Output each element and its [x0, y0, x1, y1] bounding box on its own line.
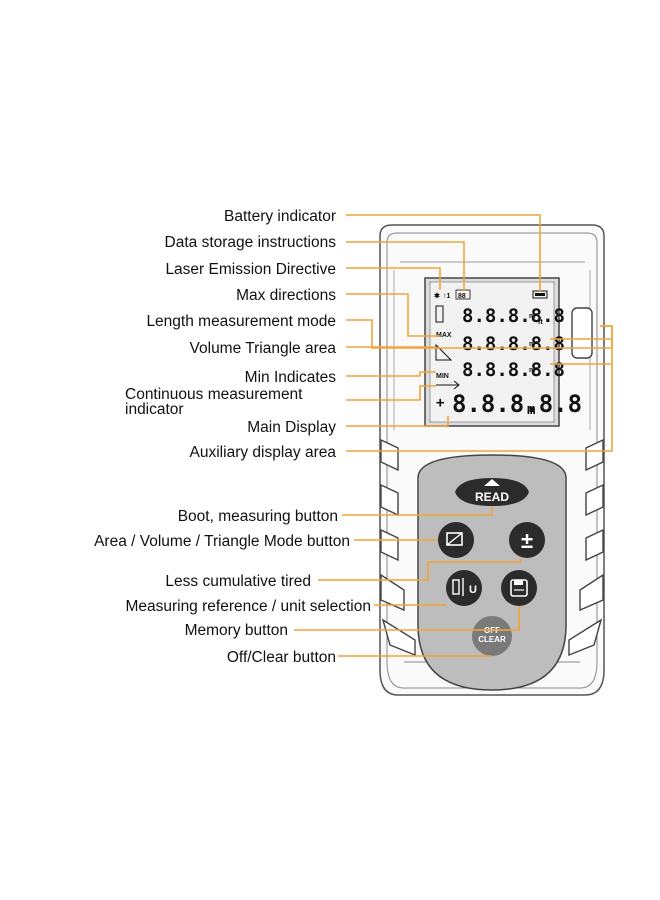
reference-icon — [435, 305, 444, 323]
label-length: Length measurement mode — [146, 313, 336, 330]
read-button[interactable]: READ — [455, 478, 529, 506]
laser-icon: ✱ — [434, 292, 440, 300]
label-auxiliary: Auxiliary display area — [190, 444, 337, 461]
area-mode-button[interactable] — [438, 522, 474, 558]
reference-unit-button[interactable]: U — [446, 570, 482, 606]
memory-button[interactable] — [501, 570, 537, 606]
svg-text:m²: m² — [529, 367, 538, 374]
unit-m: m — [527, 402, 535, 418]
svg-text:m²: m² — [529, 313, 538, 320]
side-window — [571, 307, 593, 359]
left-grips — [380, 438, 416, 657]
lcd-row-3: 8.8.8.8.8 — [462, 359, 565, 381]
label-volume: Volume Triangle area — [190, 340, 337, 357]
label-continuous-2: indicator — [125, 401, 184, 418]
max-indicator: MAX — [436, 332, 452, 339]
label-off-clear: Off/Clear button — [227, 649, 336, 666]
svg-text:ft: ft — [538, 319, 543, 326]
label-boot: Boot, measuring button — [178, 508, 338, 525]
svg-text:m²: m² — [529, 341, 538, 348]
storage-indicator: ↑1 — [443, 293, 451, 300]
plus-minus-button[interactable]: ± — [509, 522, 545, 558]
plus-minus-label: ± — [521, 528, 533, 553]
label-laser: Laser Emission Directive — [165, 261, 336, 278]
off-clear-button[interactable]: OFF CLEAR — [472, 616, 512, 656]
label-main-display: Main Display — [247, 419, 336, 436]
leader-lines — [294, 214, 613, 657]
lcd-row-2: 8.8.8.8.8 — [462, 333, 565, 355]
storage-digits: 88 — [458, 293, 466, 300]
plus-sign: + — [436, 395, 444, 411]
label-max: Max directions — [236, 287, 336, 304]
unit-label: U — [469, 584, 477, 596]
lcd-main-row: 8.8.8.8.8 — [452, 390, 582, 418]
label-min: Min Indicates — [245, 369, 337, 386]
clear-label: CLEAR — [478, 635, 506, 644]
continuous-icon — [436, 380, 460, 390]
triangle-mode-icon — [435, 343, 453, 361]
label-continuous-1: Continuous measurement — [125, 386, 303, 403]
label-reference: Measuring reference / unit selection — [125, 598, 371, 615]
lcd-screen: ✱ ↑1 88 8.8.8.8.8 m² ft MAX 8.8.8.8.8 m²… — [424, 277, 582, 427]
callout-labels: Battery indicator Data storage instructi… — [94, 208, 371, 666]
right-grips — [568, 438, 604, 657]
min-indicator: MIN — [436, 373, 449, 380]
keypad: READ ± U OFF CLEA — [417, 454, 567, 691]
label-memory: Memory button — [185, 622, 288, 639]
read-label: READ — [475, 490, 509, 504]
label-less-cumulative: Less cumulative tired — [165, 573, 311, 590]
label-data-storage: Data storage instructions — [165, 234, 337, 251]
label-battery: Battery indicator — [224, 208, 336, 225]
lcd-row-1: 8.8.8.8.8 — [462, 305, 565, 327]
label-area-mode: Area / Volume / Triangle Mode button — [94, 533, 350, 550]
